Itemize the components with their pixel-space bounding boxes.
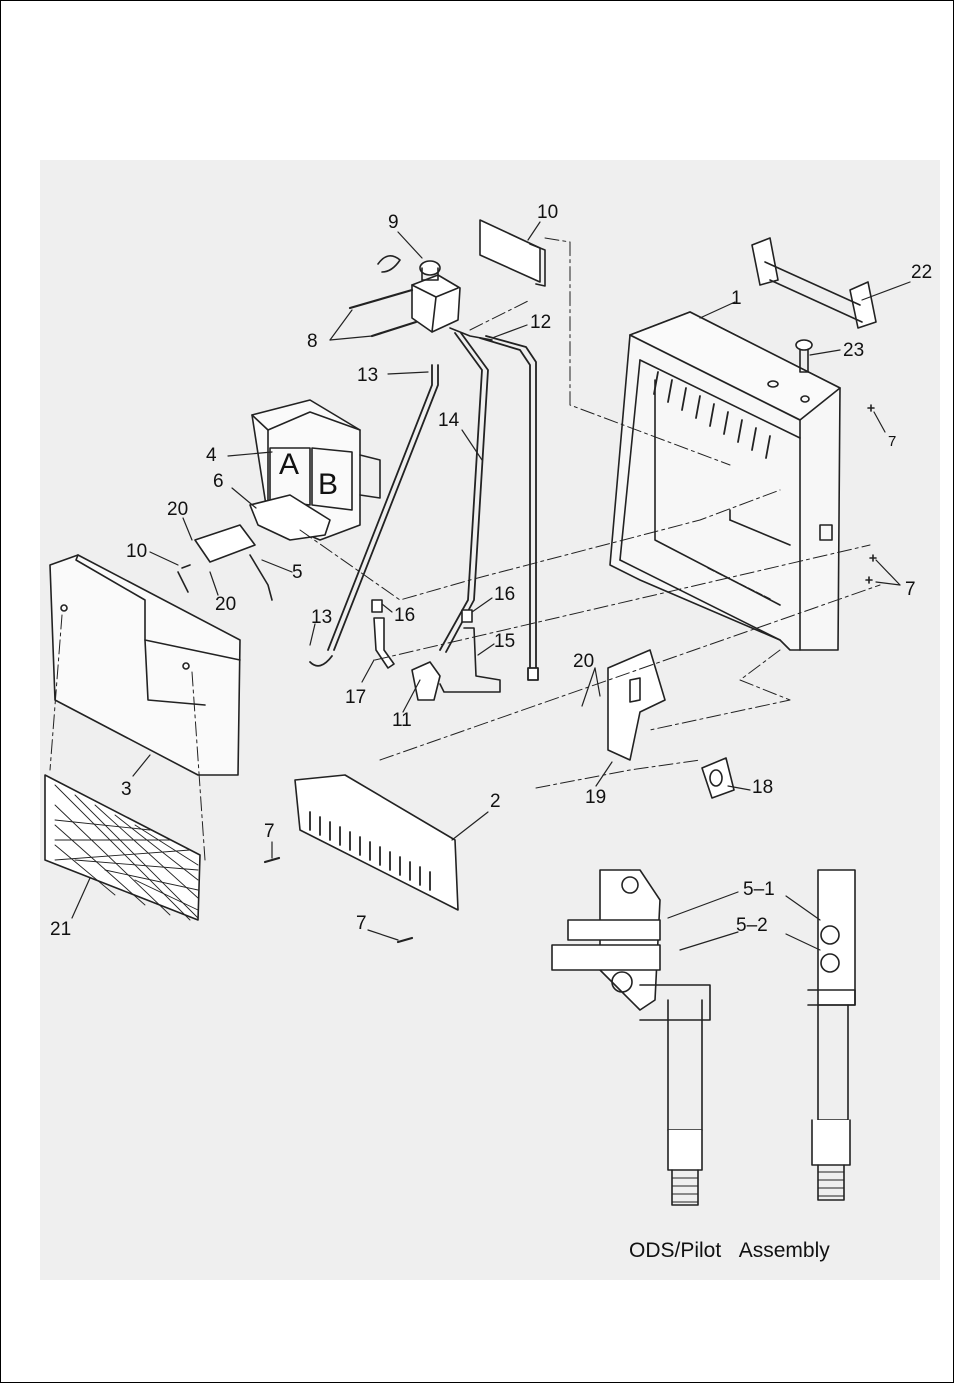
front-plate-part-2	[294, 774, 459, 911]
callout-3: 3	[121, 779, 132, 800]
callout-9: 9	[388, 212, 399, 233]
side-panel-part-3	[49, 554, 241, 776]
callout-13: 13	[357, 365, 379, 386]
cabinet-part-1	[609, 311, 841, 651]
assembly-guide-lines	[49, 237, 881, 861]
screw-7-cabinet	[865, 404, 877, 584]
callout-7: 7	[905, 579, 916, 600]
callout-7: 7	[888, 433, 897, 450]
callout-15: 15	[494, 631, 516, 652]
callout-5: 5	[292, 562, 303, 583]
caption-ods-pilot: ODS/Pilot	[629, 1239, 722, 1262]
callout-18: 18	[752, 777, 774, 798]
ods-pilot-detail-right	[807, 869, 856, 1201]
callout-10: 10	[126, 541, 148, 562]
callout-1: 1	[731, 288, 742, 309]
callout-12: 12	[530, 312, 552, 333]
panel-letter-b: B	[318, 468, 339, 501]
detail-caption: ODS/Pilot Assembly	[629, 1239, 830, 1263]
callout-14: 14	[438, 410, 460, 431]
callout-19: 19	[585, 787, 607, 808]
callout-23: 23	[843, 340, 865, 361]
panel-letter-a: A	[279, 448, 300, 481]
callout-20: 20	[167, 499, 189, 520]
caption-assembly: Assembly	[738, 1239, 830, 1262]
ods-pilot-detail-left	[551, 869, 711, 1206]
tubing-parts	[309, 332, 539, 681]
callout-11: 11	[392, 710, 412, 731]
callout-16: 16	[494, 584, 516, 605]
leader-lines	[71, 221, 911, 951]
callout-5-2: 5–2	[736, 915, 768, 936]
callout-16: 16	[394, 605, 416, 626]
callout-22: 22	[911, 262, 933, 283]
bracket-part-10-top	[479, 219, 546, 287]
callout-4: 4	[206, 445, 217, 466]
callout-8: 8	[307, 331, 318, 352]
callout-2: 2	[490, 791, 501, 812]
grille-part-21	[44, 774, 201, 921]
callout-10: 10	[537, 202, 559, 223]
callout-6: 6	[213, 471, 224, 492]
callout-20: 20	[215, 594, 237, 615]
callout-5-1: 5–1	[743, 879, 775, 900]
callout-7: 7	[356, 913, 367, 934]
valve-part-18	[701, 757, 735, 799]
callout-20: 20	[573, 651, 595, 672]
callout-7: 7	[264, 821, 275, 842]
bracket-part-19	[607, 649, 666, 761]
screws-part-8	[348, 288, 418, 338]
callout-13: 13	[311, 607, 333, 628]
callout-21: 21	[50, 919, 72, 940]
knob-part-23	[795, 339, 813, 373]
pilot-assembly-part-5-6	[177, 494, 331, 601]
top-bracket-part-22	[751, 237, 877, 329]
callout-17: 17	[345, 687, 367, 708]
screw-7-front	[263, 856, 414, 944]
fittings-parts	[371, 599, 501, 701]
